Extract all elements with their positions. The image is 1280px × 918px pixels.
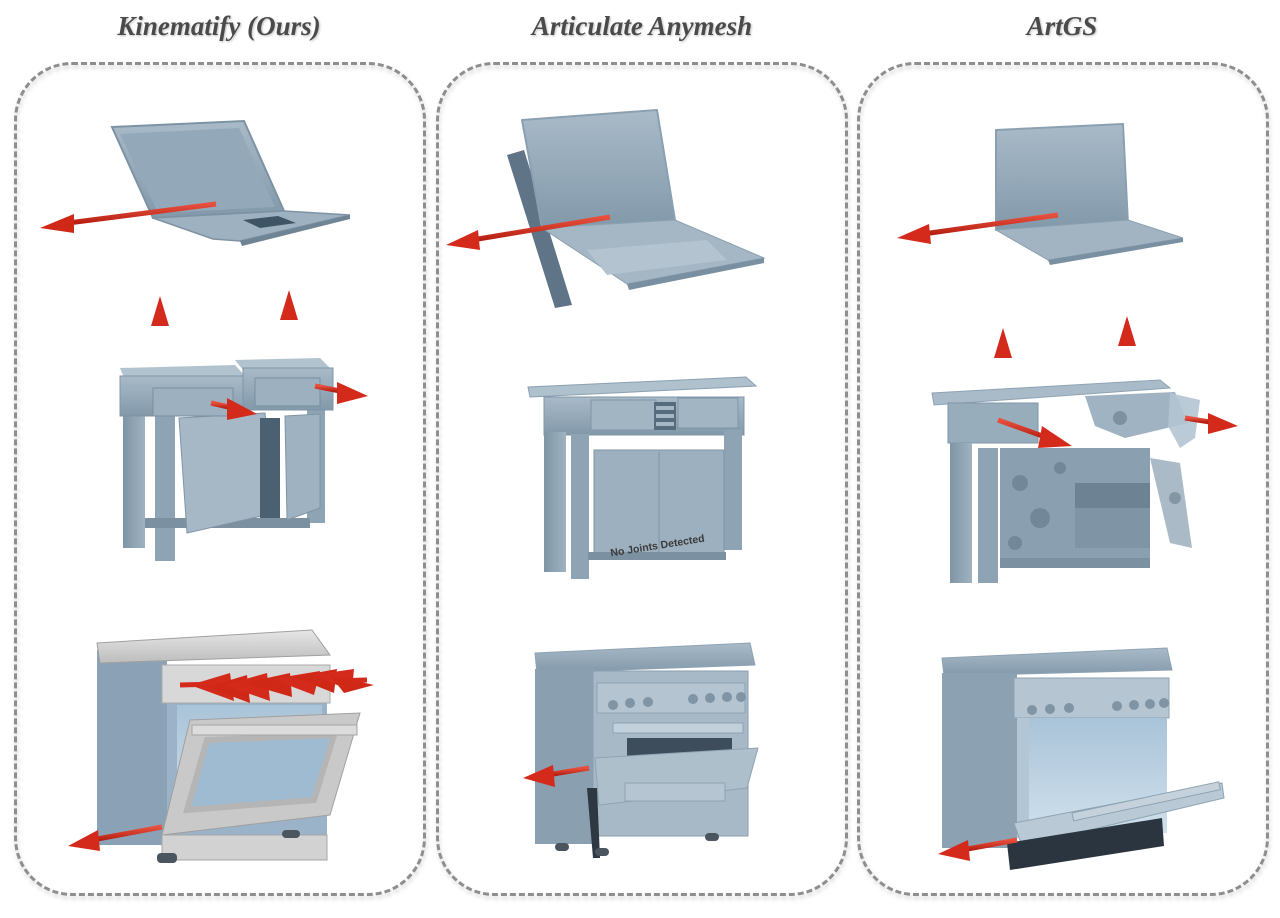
- column-title-artgs: ArtGS: [1026, 11, 1098, 41]
- cabinet-illustration: [119, 290, 368, 561]
- joint-arrow-icon: [151, 296, 169, 366]
- joint-arrow-icon: [1184, 413, 1238, 434]
- anymesh-cabinet: No Joints Detected: [526, 372, 761, 579]
- joint-arrow-icon: [938, 837, 1018, 861]
- laptop-illustration: [446, 109, 766, 308]
- artgs-laptop: [893, 112, 1203, 265]
- kinematify-stove: [62, 625, 382, 870]
- joint-arrow-icon: [446, 214, 611, 250]
- cabinet-illustration: [931, 316, 1238, 583]
- artgs-stove: [932, 647, 1232, 873]
- kinematify-cabinet: [115, 288, 375, 568]
- stove-illustration: [68, 629, 374, 863]
- stove-illustration: [938, 647, 1225, 870]
- joint-arrow-icon: [897, 212, 1059, 244]
- joint-arrow-icon: [997, 417, 1072, 448]
- joint-arrow-icon: [68, 824, 163, 851]
- joint-arrow-icon: [523, 765, 590, 787]
- joint-arrow-icon: [179, 669, 374, 703]
- laptop-illustration: [897, 123, 1184, 265]
- column-title-kinematify: Kinematify (Ours): [117, 11, 321, 41]
- joint-arrow-icon: [1118, 316, 1136, 382]
- joint-arrow-icon: [314, 382, 368, 404]
- joint-arrow-icon: [994, 328, 1012, 458]
- joint-arrow-icon: [40, 201, 217, 233]
- panel-kinematify: [14, 62, 426, 896]
- panel-articulate-anymesh: [436, 62, 848, 896]
- column-title-articulate-anymesh: Articulate Anymesh: [531, 11, 753, 41]
- stove-illustration: [523, 642, 759, 858]
- panel-artgs: [857, 62, 1269, 896]
- laptop-illustration: [40, 119, 351, 246]
- cabinet-illustration: [527, 376, 758, 579]
- kinematify-laptop: [38, 115, 358, 250]
- anymesh-stove: [515, 642, 760, 863]
- joint-arrow-icon: [280, 290, 298, 358]
- anymesh-laptop: [442, 100, 772, 308]
- joint-arrow-icon: [210, 398, 257, 420]
- artgs-cabinet: [930, 308, 1245, 593]
